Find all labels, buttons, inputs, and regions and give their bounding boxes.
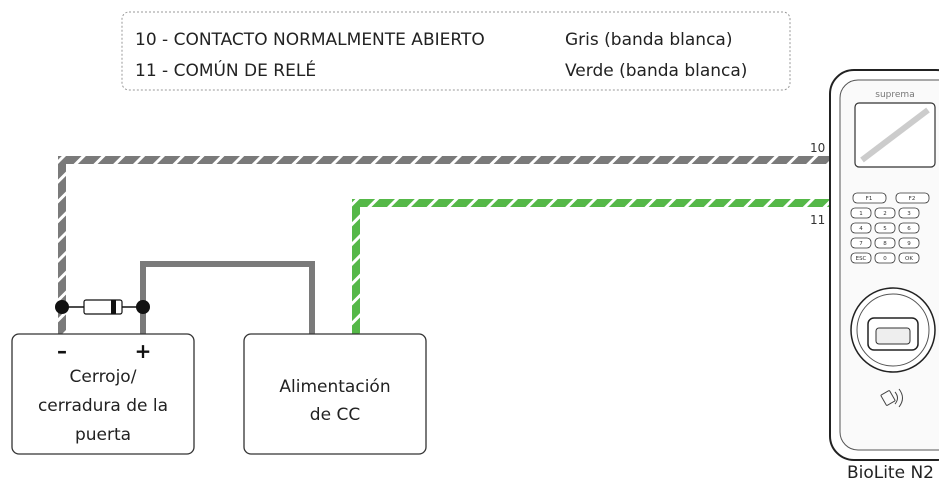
diode: [55, 299, 150, 315]
svg-text:F1: F1: [866, 196, 873, 202]
device-brand: suprema: [875, 90, 914, 100]
minus-terminal-label: –: [57, 339, 67, 363]
lock-label-line3: puerta: [75, 425, 131, 445]
green-wire: [352, 199, 838, 334]
lock-label-line1: Cerrojo/: [70, 367, 137, 387]
legend-box: 10 - CONTACTO NORMALMENTE ABIERTO Gris (…: [121, 11, 791, 91]
lock-label-line2: cerradura de la: [38, 396, 168, 416]
svg-text:1: 1: [859, 211, 863, 217]
svg-text:0: 0: [883, 256, 887, 262]
svg-text:7: 7: [859, 241, 863, 247]
plus-terminal-label: +: [135, 339, 152, 363]
svg-text:OK: OK: [905, 256, 913, 262]
biolite-device: suprema F1 F2 1 2 3 4 5 6 7 8: [829, 69, 939, 461]
svg-text:5: 5: [883, 226, 887, 232]
power-label-line1: Alimentación: [279, 377, 390, 397]
legend-row2-color: Verde (banda blanca): [565, 61, 747, 81]
device-name-label: BioLite N2: [847, 463, 934, 483]
power-label-line2: de CC: [310, 405, 360, 425]
svg-text:9: 9: [907, 241, 911, 247]
fingerprint-sensor: [850, 287, 936, 373]
gray-wire: [58, 156, 838, 334]
svg-text:F2: F2: [909, 196, 916, 202]
svg-text:3: 3: [907, 211, 911, 217]
svg-text:8: 8: [883, 241, 887, 247]
svg-text:ESC: ESC: [856, 256, 867, 262]
wire-number-11: 11: [810, 213, 825, 227]
device-keypad: F1 F2 1 2 3 4 5 6 7 8 9 ESC 0 OK: [850, 192, 930, 264]
svg-text:2: 2: [883, 211, 887, 217]
dc-power-box: Alimentación de CC: [243, 333, 427, 455]
legend-row1-color: Gris (banda blanca): [565, 30, 732, 50]
svg-text:6: 6: [907, 226, 911, 232]
wire-number-10: 10: [810, 141, 825, 155]
rfid-icon: [880, 388, 903, 408]
power-wire: [140, 261, 315, 334]
svg-text:4: 4: [859, 226, 863, 232]
door-lock-box: – + Cerrojo/ cerradura de la puerta: [11, 333, 195, 455]
legend-row1-label: 10 - CONTACTO NORMALMENTE ABIERTO: [135, 30, 485, 50]
legend-row2-label: 11 - COMÚN DE RELÉ: [135, 59, 316, 81]
